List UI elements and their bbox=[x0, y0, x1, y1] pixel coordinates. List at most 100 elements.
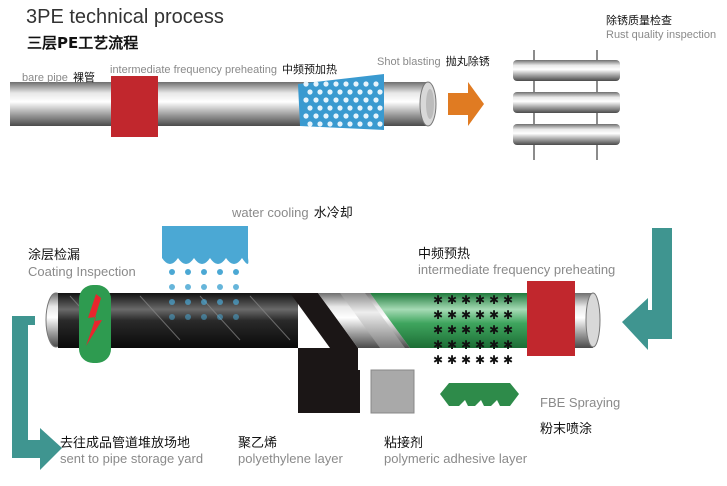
shot-particle bbox=[347, 105, 353, 111]
water-drop bbox=[169, 269, 175, 275]
water-drop bbox=[233, 269, 239, 275]
shot-particle bbox=[377, 121, 383, 127]
water-drop bbox=[201, 314, 207, 320]
water-drop bbox=[169, 284, 175, 290]
label-bare-pipe: bare pipe 裸管 bbox=[22, 71, 95, 84]
water-drop bbox=[233, 284, 239, 290]
powder-particle: ✱ bbox=[433, 308, 443, 322]
label-coating-inspection-en: Coating Inspection bbox=[28, 264, 136, 279]
shot-particle bbox=[323, 113, 329, 119]
label-rust-inspection-zh: 除锈质量检查 bbox=[606, 14, 672, 27]
shot-particle bbox=[377, 105, 383, 111]
powder-particle: ✱ bbox=[461, 323, 471, 337]
shot-particle bbox=[363, 81, 369, 87]
shot-particle bbox=[307, 105, 313, 111]
shot-particle bbox=[307, 89, 313, 95]
powder-particle: ✱ bbox=[503, 338, 513, 352]
shot-blast-nozzle bbox=[298, 74, 384, 130]
label-polyethylene-zh: 聚乙烯 bbox=[238, 436, 278, 451]
label-rust-inspection-en: Rust quality inspection bbox=[606, 29, 717, 41]
shot-particle bbox=[373, 97, 379, 103]
powder-particle: ✱ bbox=[447, 338, 457, 352]
fbe-powder-particles: ✱✱✱✱✱✱✱✱✱✱✱✱✱✱✱✱✱✱✱✱✱✱✱✱✱✱✱✱✱✱ bbox=[433, 293, 513, 367]
shot-particle bbox=[323, 97, 329, 103]
shot-particle bbox=[347, 121, 353, 127]
water-drop bbox=[217, 314, 223, 320]
label-shot-blasting: Shot blasting 抛丸除锈 bbox=[377, 55, 490, 68]
water-drop bbox=[201, 299, 207, 305]
label-polyethylene-en: polyethylene layer bbox=[238, 451, 343, 466]
powder-particle: ✱ bbox=[447, 308, 457, 322]
water-drop bbox=[185, 269, 191, 275]
powder-particle: ✱ bbox=[447, 323, 457, 337]
adhesive-extruder bbox=[370, 369, 415, 414]
powder-particle: ✱ bbox=[503, 293, 513, 307]
shot-particle bbox=[313, 113, 319, 119]
powder-particle: ✱ bbox=[489, 308, 499, 322]
shot-particle bbox=[327, 105, 333, 111]
shot-particle bbox=[363, 97, 369, 103]
shot-particle bbox=[343, 97, 349, 103]
polyethylene-extruder bbox=[298, 370, 360, 413]
shot-particle bbox=[353, 97, 359, 103]
shot-particle bbox=[313, 81, 319, 87]
powder-particle: ✱ bbox=[475, 293, 485, 307]
powder-particle: ✱ bbox=[447, 293, 457, 307]
water-drop bbox=[169, 299, 175, 305]
powder-particle: ✱ bbox=[461, 353, 471, 367]
shot-particle bbox=[353, 81, 359, 87]
shot-particle bbox=[347, 89, 353, 95]
label-adhesive-en: polymeric adhesive layer bbox=[384, 451, 528, 466]
shot-particle bbox=[317, 89, 323, 95]
coated-pipe bbox=[45, 292, 601, 372]
water-drop bbox=[185, 314, 191, 320]
shot-particle bbox=[373, 113, 379, 119]
shot-particle bbox=[313, 97, 319, 103]
label-coating-inspection-zh: 涂层检漏 bbox=[28, 248, 81, 263]
arrow-exit-icon bbox=[12, 316, 62, 470]
powder-particle: ✱ bbox=[461, 308, 471, 322]
shot-particle bbox=[317, 105, 323, 111]
label-water-cooling: water cooling 水冷却 bbox=[232, 205, 353, 221]
powder-particle: ✱ bbox=[489, 293, 499, 307]
shot-particle bbox=[307, 121, 313, 127]
label-adhesive-zh: 粘接剂 bbox=[384, 436, 424, 451]
fbe-spray-gun bbox=[440, 383, 519, 406]
shot-particle bbox=[327, 121, 333, 127]
water-drop bbox=[169, 314, 175, 320]
water-drop bbox=[233, 299, 239, 305]
powder-particle: ✱ bbox=[475, 323, 485, 337]
label-storage-en: sent to pipe storage yard bbox=[60, 451, 204, 466]
shot-particle bbox=[373, 81, 379, 87]
label-preheating-bottom-en: intermediate frequency preheating bbox=[418, 262, 616, 277]
water-drop bbox=[233, 314, 239, 320]
powder-particle: ✱ bbox=[433, 353, 443, 367]
shot-particle bbox=[367, 105, 373, 111]
shot-particle bbox=[333, 113, 339, 119]
powder-particle: ✱ bbox=[489, 338, 499, 352]
arrow-return-icon bbox=[622, 228, 672, 350]
label-preheating-bottom-zh: 中频预热 bbox=[418, 247, 471, 262]
shot-particle bbox=[357, 105, 363, 111]
preheater-coil-top bbox=[111, 76, 158, 137]
shot-particle bbox=[323, 81, 329, 87]
label-fbe-spraying-zh: 粉末喷涂 bbox=[540, 422, 593, 437]
shot-particle bbox=[343, 113, 349, 119]
preheater-coil-bottom bbox=[527, 281, 575, 356]
shot-particle bbox=[337, 121, 343, 127]
inspection-pipes bbox=[513, 50, 620, 160]
powder-particle: ✱ bbox=[503, 323, 513, 337]
powder-particle: ✱ bbox=[475, 308, 485, 322]
powder-particle: ✱ bbox=[433, 338, 443, 352]
title-english: 3PE technical process bbox=[26, 6, 224, 28]
shot-particle bbox=[333, 97, 339, 103]
shot-particle bbox=[333, 81, 339, 87]
powder-particle: ✱ bbox=[461, 293, 471, 307]
shot-particle bbox=[337, 89, 343, 95]
shot-particle bbox=[363, 113, 369, 119]
shot-particle bbox=[303, 97, 309, 103]
powder-particle: ✱ bbox=[433, 323, 443, 337]
powder-particle: ✱ bbox=[475, 338, 485, 352]
water-drop bbox=[217, 284, 223, 290]
